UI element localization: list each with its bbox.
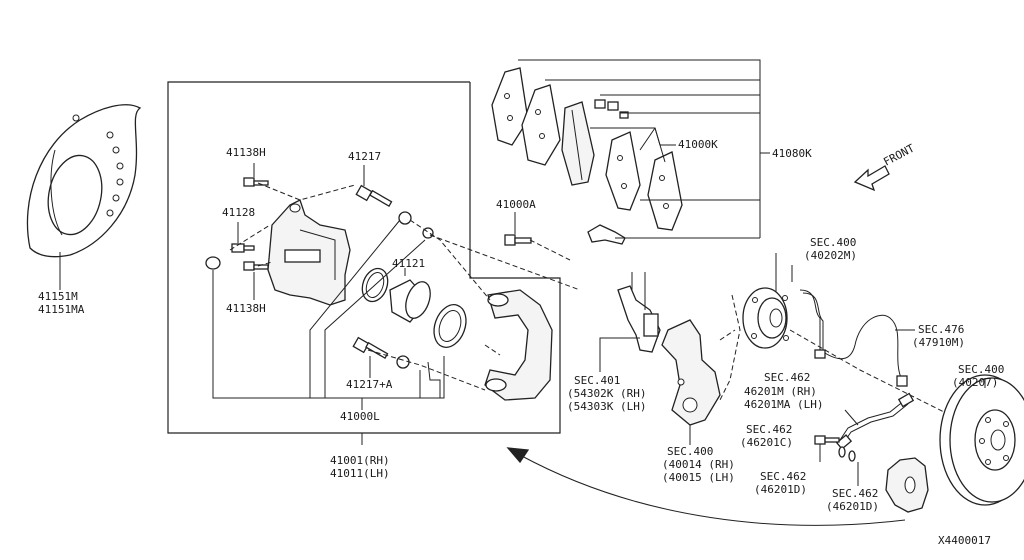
copper-washer-1 xyxy=(838,446,846,458)
label-sec400-right-num: (40207) xyxy=(952,376,998,389)
bleeder-41128 xyxy=(231,222,255,253)
label-41000k: 41000K xyxy=(678,138,718,151)
label-41217a: 41217+A xyxy=(346,378,393,391)
label-sec462-a-rh: 46201M (RH) xyxy=(744,385,817,398)
pad-shim-2 xyxy=(521,84,561,166)
label-41128: 41128 xyxy=(222,206,255,219)
label-sec462-c: SEC.462 xyxy=(760,470,806,483)
label-41121: 41121 xyxy=(392,257,425,270)
label-sec400-right: SEC.400 xyxy=(958,363,1004,376)
label-sec400-mid: SEC.400 xyxy=(667,445,713,458)
abs-sensor-bracket xyxy=(617,285,661,353)
bolt-41000a xyxy=(504,212,532,246)
label-41001-rh: 41001(RH) xyxy=(330,454,390,467)
diagram-id: X4400017 xyxy=(938,534,991,547)
label-sec400-top-num: (40202M) xyxy=(804,249,857,262)
brake-hose xyxy=(835,392,915,450)
label-sec462-c-num: (46201D) xyxy=(754,483,807,496)
label-41138h-top: 41138H xyxy=(226,146,266,159)
label-sec462-a: SEC.462 xyxy=(764,371,810,384)
label-sec400-mid-lh: (40015 (LH) xyxy=(662,471,735,484)
label-41000l: 41000L xyxy=(340,410,380,423)
label-41011-lh: 41011(LH) xyxy=(330,467,390,480)
pad-inner xyxy=(561,101,595,186)
bolt-41138h-top xyxy=(243,163,269,187)
label-41138h-bottom: 41138H xyxy=(226,302,266,315)
label-sec462-b: SEC.462 xyxy=(746,423,792,436)
pad-wear-indicator xyxy=(594,99,629,119)
label-sec462-d: SEC.462 xyxy=(832,487,878,500)
caliper-bracket xyxy=(484,289,553,401)
pad-clip xyxy=(587,224,626,245)
piston xyxy=(389,268,431,323)
boot-lower xyxy=(396,355,410,369)
label-sec400-top: SEC.400 xyxy=(810,236,856,249)
label-41151m: 41151M xyxy=(38,290,78,303)
pin-41217 xyxy=(355,165,393,207)
front-arrow-icon xyxy=(853,165,890,192)
label-sec401: SEC.401 xyxy=(574,374,620,387)
brake-disc-rotor xyxy=(939,374,1024,506)
label-41000a: 41000A xyxy=(496,198,536,211)
piston-boot xyxy=(433,304,467,348)
label-front: FRONT xyxy=(881,141,917,168)
caliper-mini xyxy=(885,457,929,513)
dust-shield xyxy=(26,104,142,290)
label-sec462-a-lh: 46201MA (LH) xyxy=(744,398,823,411)
pad-shim-1 xyxy=(491,67,529,146)
wheel-hub xyxy=(742,287,789,349)
banjo-bolt xyxy=(814,435,840,445)
boot-upper xyxy=(398,211,412,225)
label-41217: 41217 xyxy=(348,150,381,163)
label-sec462-d-num: (46201D) xyxy=(826,500,879,513)
pad-shim-outer xyxy=(647,151,683,231)
bolt-41138h-bottom xyxy=(243,261,269,300)
label-41080k: 41080K xyxy=(772,147,812,160)
label-41151ma: 41151MA xyxy=(38,303,85,316)
label-sec400-mid-rh: (40014 (RH) xyxy=(662,458,735,471)
label-sec401-lh: (54303K (LH) xyxy=(567,400,646,413)
caliper-assembly-frame xyxy=(167,81,561,434)
label-sec462-b-num: (46201C) xyxy=(740,436,793,449)
label-sec476: SEC.476 xyxy=(918,323,964,336)
label-sec476-num: (47910M) xyxy=(912,336,965,349)
copper-washer-2 xyxy=(848,450,856,462)
pin-41217a xyxy=(352,336,389,378)
caliper-body xyxy=(267,199,351,306)
label-sec401-rh: (54302K (RH) xyxy=(567,387,646,400)
curved-arrow-icon xyxy=(506,447,906,526)
cap-41128 xyxy=(205,256,221,270)
abs-sensor-wire xyxy=(799,289,908,387)
pad-outer xyxy=(605,131,641,211)
steering-knuckle xyxy=(661,319,721,426)
